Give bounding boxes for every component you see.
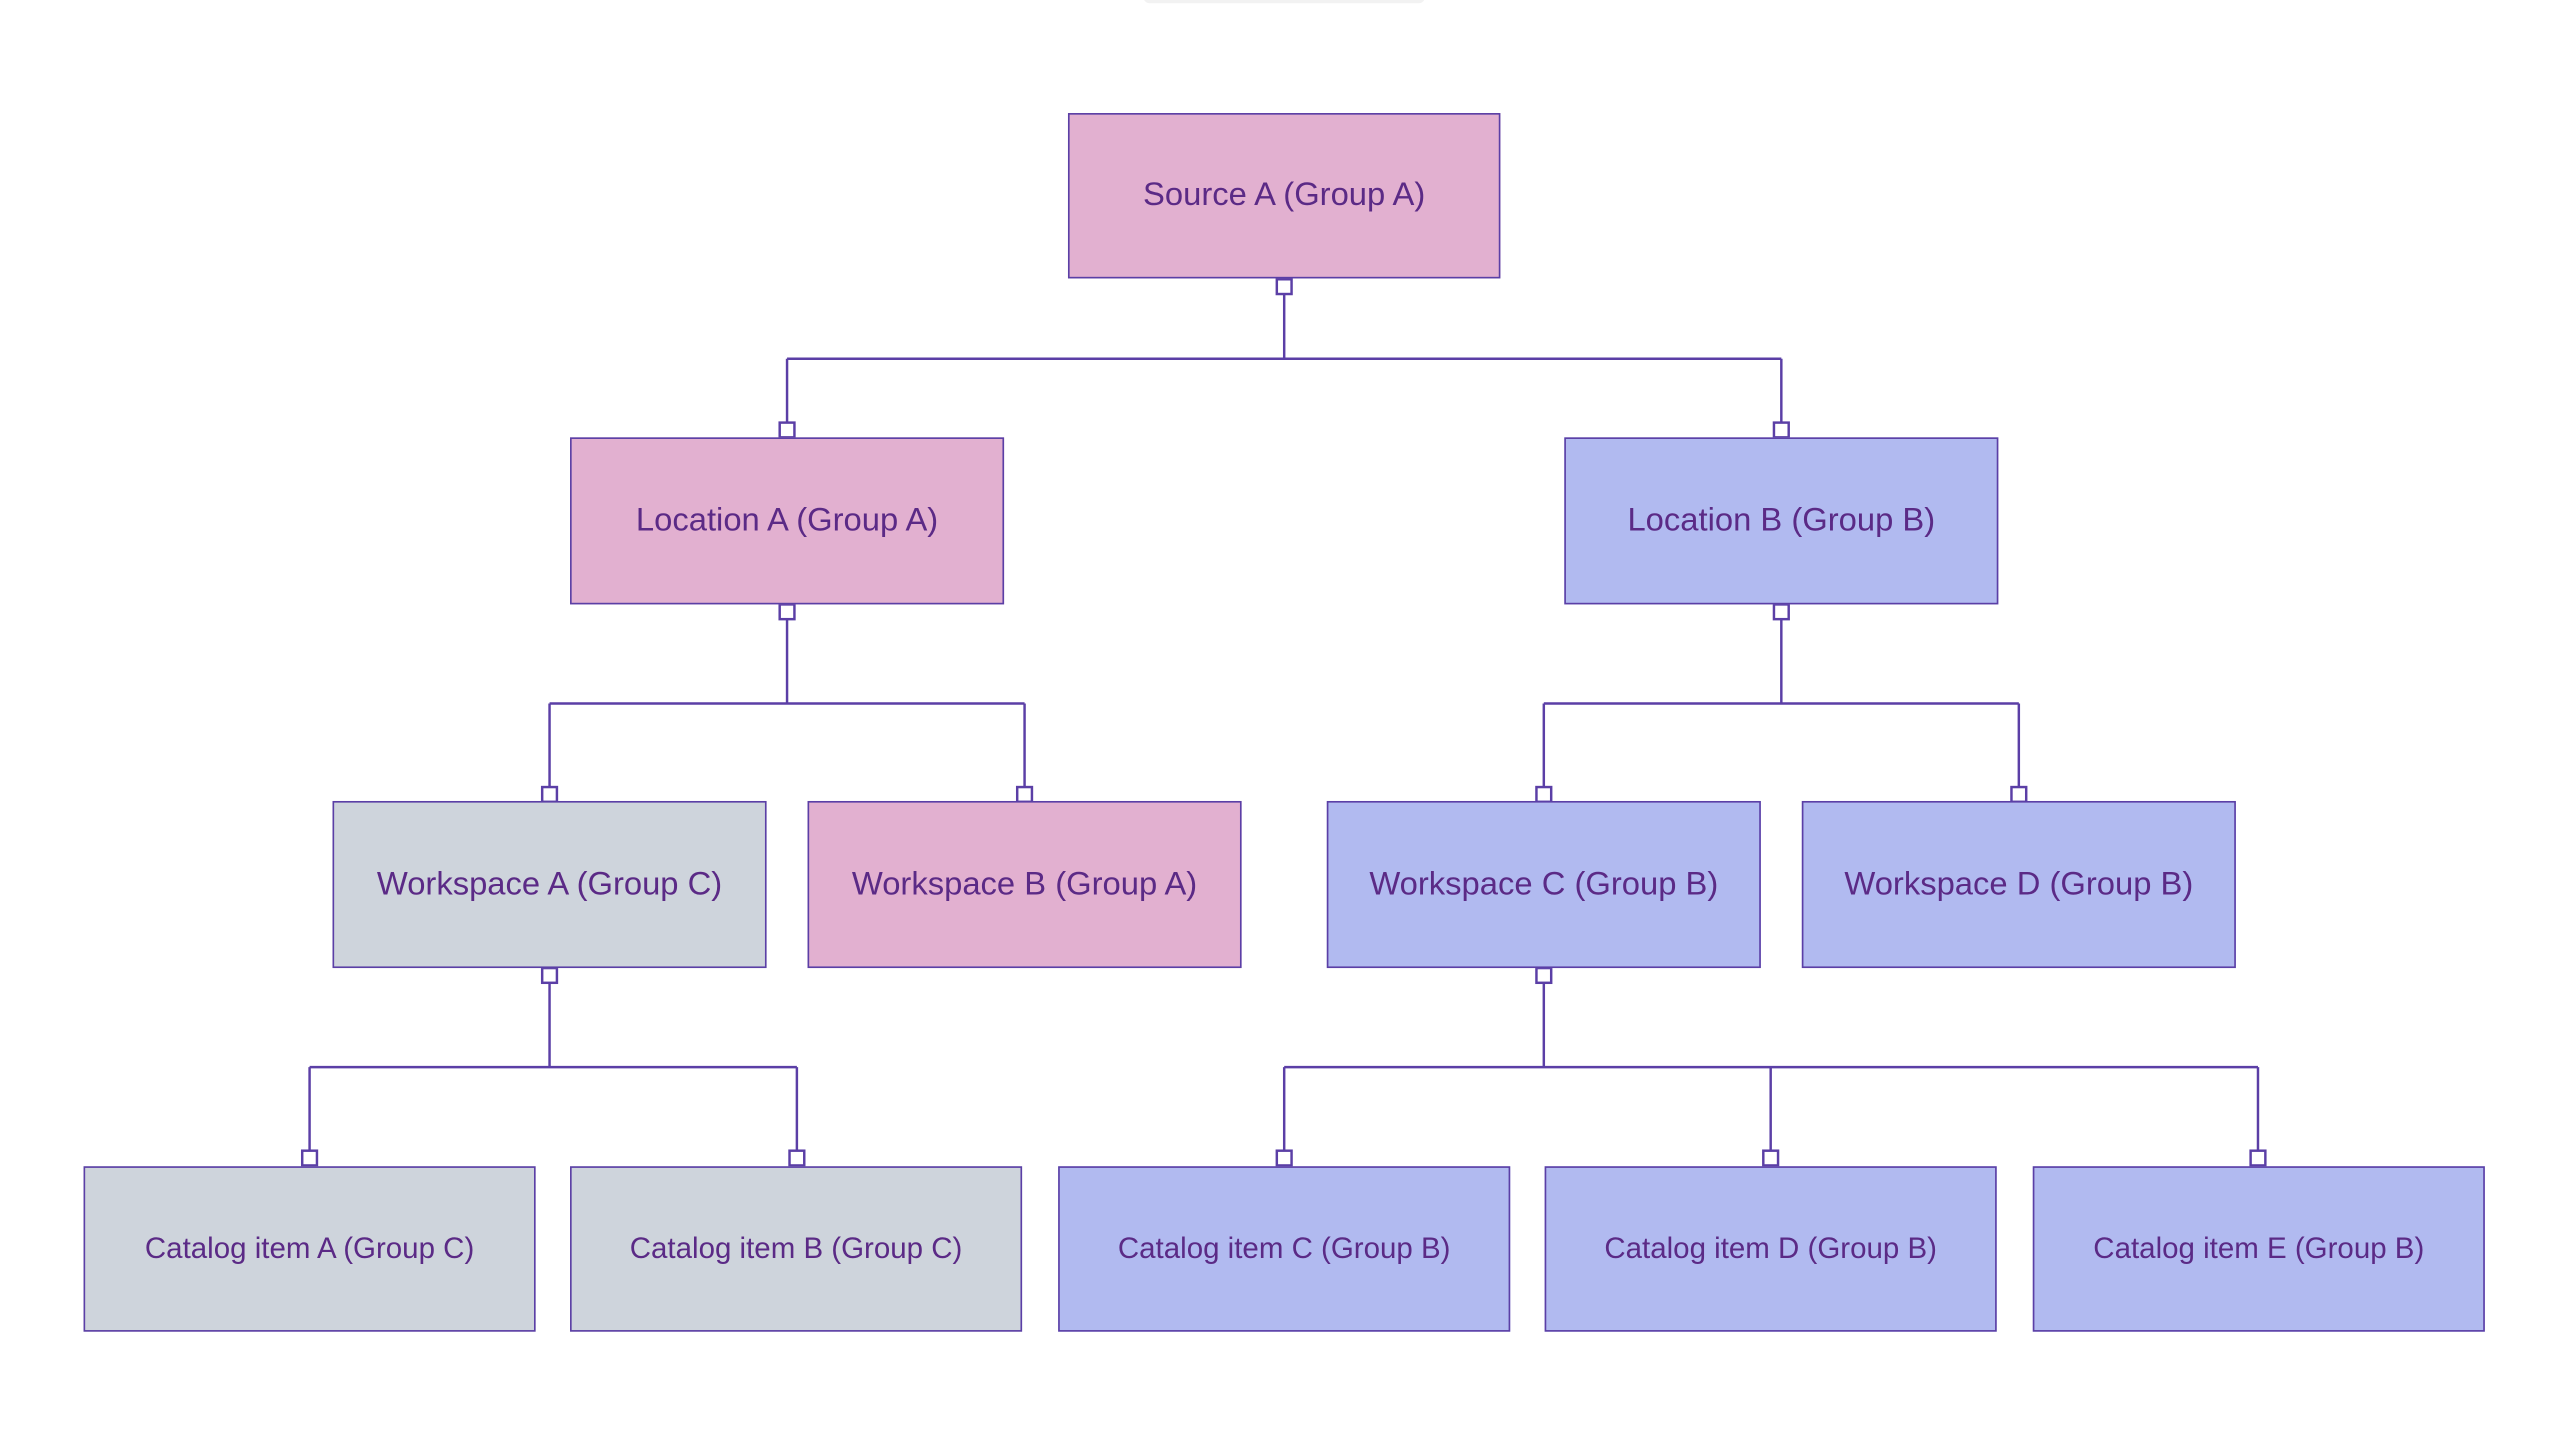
port-workspace-a-out	[540, 966, 559, 985]
port-workspace-c-in	[1535, 785, 1553, 804]
edge-workspace-a-to-catalog	[308, 974, 799, 1159]
port-workspace-c-out	[1535, 966, 1553, 985]
port-workspace-a-in	[540, 785, 559, 804]
port-workspace-b-in	[1015, 785, 1034, 804]
port-location-a-in	[778, 421, 796, 439]
node-label: Catalog item D (Group B)	[1604, 1231, 1937, 1265]
port-catalog-a-in	[300, 1149, 319, 1167]
port-catalog-c-in	[1275, 1149, 1293, 1167]
node-catalog-item-b[interactable]: Catalog item B (Group C)	[570, 1166, 1023, 1332]
node-label: Catalog item B (Group C)	[629, 1231, 963, 1265]
node-workspace-c[interactable]: Workspace C (Group B)	[1326, 800, 1761, 969]
node-workspace-d[interactable]: Workspace D (Group B)	[1801, 800, 2236, 969]
node-source-a[interactable]: Source A (Group A)	[1067, 113, 1501, 279]
edge-location-b-to-workspaces	[1542, 610, 2021, 795]
node-label: Workspace B (Group A)	[851, 865, 1198, 902]
node-label: Source A (Group A)	[1143, 176, 1426, 213]
node-location-b[interactable]: Location B (Group B)	[1564, 437, 1999, 605]
node-workspace-a[interactable]: Workspace A (Group C)	[332, 800, 767, 969]
port-location-a-out	[778, 603, 796, 621]
node-catalog-item-a[interactable]: Catalog item A (Group C)	[83, 1166, 536, 1332]
port-catalog-b-in	[788, 1149, 806, 1167]
node-catalog-item-e[interactable]: Catalog item E (Group B)	[2032, 1166, 2485, 1332]
port-location-b-in	[1772, 421, 1790, 439]
port-catalog-d-in	[1762, 1149, 1780, 1167]
top-tab-stub	[1143, 0, 1426, 4]
node-label: Catalog item C (Group B)	[1117, 1231, 1451, 1265]
port-workspace-d-in	[2010, 785, 2028, 804]
node-label: Workspace C (Group B)	[1369, 865, 1719, 902]
node-catalog-item-c[interactable]: Catalog item C (Group B)	[1058, 1166, 1511, 1332]
edge-workspace-c-to-catalog	[1282, 974, 2260, 1159]
node-catalog-item-d[interactable]: Catalog item D (Group B)	[1544, 1166, 1997, 1332]
edge-source-a-to-locations	[785, 286, 1783, 430]
node-label: Workspace D (Group B)	[1844, 865, 2194, 902]
node-label: Location A (Group A)	[635, 502, 939, 539]
node-label: Location B (Group B)	[1627, 502, 1936, 539]
port-location-b-out	[1772, 603, 1790, 621]
node-label: Workspace A (Group C)	[376, 865, 723, 902]
edge-location-a-to-workspaces	[548, 610, 1026, 795]
port-source-a-out	[1275, 278, 1293, 296]
node-location-a[interactable]: Location A (Group A)	[570, 437, 1005, 605]
node-workspace-b[interactable]: Workspace B (Group A)	[807, 800, 1242, 969]
node-label: Catalog item E (Group B)	[2093, 1231, 2425, 1265]
node-label: Catalog item A (Group C)	[144, 1231, 475, 1265]
port-catalog-e-in	[2249, 1149, 2267, 1167]
